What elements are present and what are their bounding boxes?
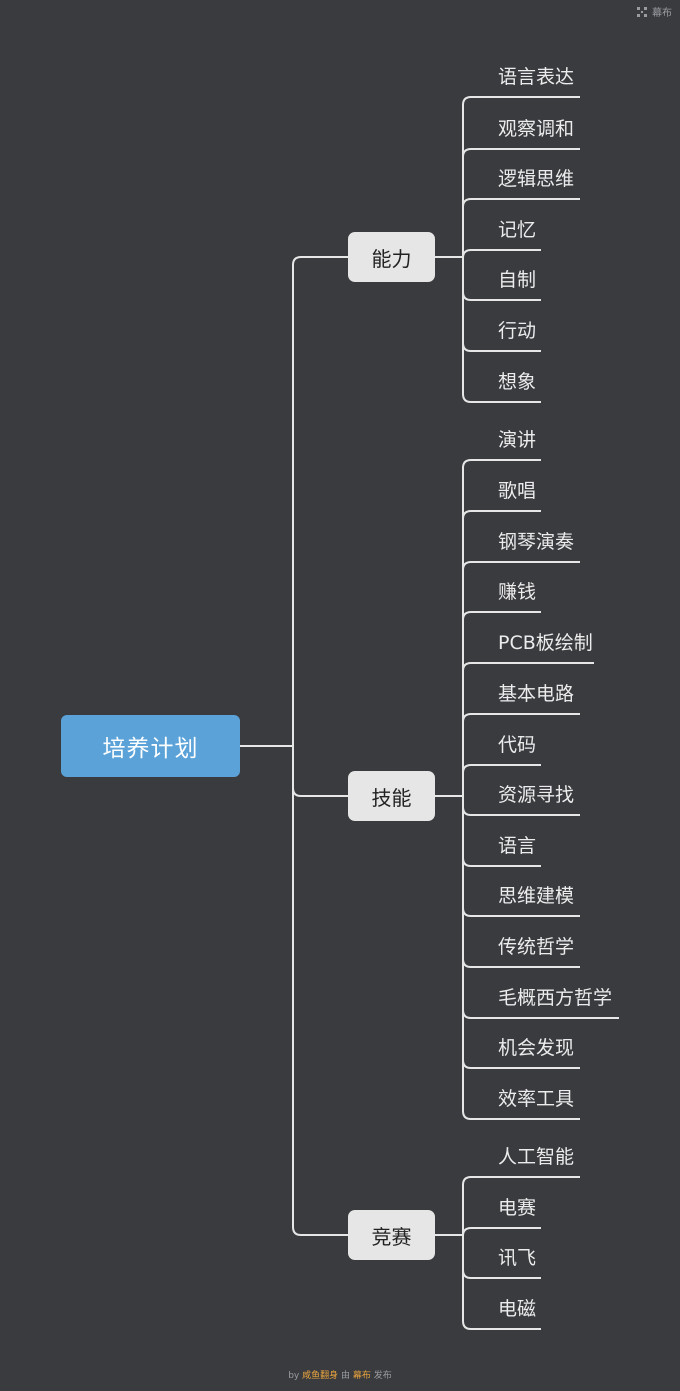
branch-label: 竞赛 bbox=[371, 1224, 412, 1249]
top-brand-label: 幕布 bbox=[652, 8, 672, 19]
branch-connector bbox=[292, 1226, 348, 1236]
leaf-node[interactable]: 人工智能 bbox=[498, 1146, 575, 1168]
leaf-underline bbox=[462, 907, 580, 917]
footer-credit: by 咸鱼翻身 由 幕布 发布 bbox=[0, 1368, 680, 1381]
branch-node[interactable]: 技能 bbox=[348, 771, 435, 821]
leaf-underline bbox=[462, 857, 541, 867]
leaf-underline bbox=[462, 561, 580, 571]
footer-brand[interactable]: 幕布 bbox=[352, 1371, 371, 1381]
footer-publish: 发布 bbox=[373, 1371, 392, 1381]
footer-via: 由 bbox=[341, 1371, 351, 1381]
leaf-node[interactable]: 机会发现 bbox=[498, 1037, 575, 1059]
leaf-underline bbox=[462, 148, 580, 158]
leaf-node[interactable]: 行动 bbox=[498, 320, 537, 342]
leaf-underline bbox=[462, 510, 541, 520]
branch-label: 技能 bbox=[371, 785, 412, 810]
leaf-underline bbox=[462, 764, 541, 774]
leaf-node[interactable]: 记忆 bbox=[498, 219, 537, 241]
leaf-node[interactable]: 电磁 bbox=[498, 1298, 537, 1320]
leaf-node[interactable]: 语言 bbox=[498, 835, 537, 857]
leaf-node[interactable]: 思维建模 bbox=[498, 885, 575, 907]
leaf-node[interactable]: 电赛 bbox=[498, 1197, 537, 1219]
leaf-node[interactable]: 赚钱 bbox=[498, 581, 537, 603]
branch-node[interactable]: 竞赛 bbox=[348, 1210, 435, 1260]
leaf-node[interactable]: 语言表达 bbox=[498, 66, 575, 88]
leaf-node[interactable]: PCB板绘制 bbox=[498, 632, 593, 654]
leaf-underline bbox=[462, 662, 594, 672]
leaf-underline bbox=[462, 806, 580, 816]
leaf-node[interactable]: 歌唱 bbox=[498, 480, 537, 502]
leaf-node[interactable]: 逻辑思维 bbox=[498, 168, 575, 190]
leaf-node[interactable]: 传统哲学 bbox=[498, 936, 575, 958]
leaf-underline bbox=[462, 342, 541, 352]
leaf-underline bbox=[462, 198, 580, 208]
leaf-node[interactable]: 讯飞 bbox=[498, 1247, 537, 1269]
leaf-node[interactable]: 自制 bbox=[498, 269, 537, 291]
footer-by: by bbox=[288, 1371, 300, 1381]
footer-author[interactable]: 咸鱼翻身 bbox=[302, 1371, 339, 1381]
leaf-node[interactable]: 资源寻找 bbox=[498, 784, 575, 806]
leaf-underline bbox=[462, 1227, 541, 1237]
leaf-underline bbox=[462, 1059, 580, 1069]
leaf-node[interactable]: 钢琴演奏 bbox=[498, 531, 575, 553]
leaf-node[interactable]: 效率工具 bbox=[498, 1088, 575, 1110]
leaf-underline bbox=[462, 1269, 541, 1279]
leaf-underline bbox=[462, 249, 541, 259]
leaf-underline bbox=[462, 96, 580, 106]
root-label: 培养计划 bbox=[102, 736, 199, 762]
leaf-underline bbox=[462, 459, 541, 469]
leaf-node[interactable]: 基本电路 bbox=[498, 683, 575, 705]
branch-connector bbox=[292, 787, 348, 797]
branch-label: 能力 bbox=[371, 246, 412, 271]
leaf-underline bbox=[462, 1320, 541, 1330]
leaf-node[interactable]: 毛概西方哲学 bbox=[498, 987, 613, 1009]
leaf-underline bbox=[462, 393, 541, 403]
leaf-underline bbox=[462, 958, 580, 968]
leaf-underline bbox=[462, 1176, 580, 1186]
branch-connector bbox=[292, 256, 348, 266]
branch-node[interactable]: 能力 bbox=[348, 232, 435, 282]
leaf-underline bbox=[462, 1009, 619, 1019]
leaf-node[interactable]: 想象 bbox=[498, 371, 537, 393]
root-node[interactable]: 培养计划 bbox=[61, 715, 240, 777]
top-brand[interactable]: 幕布 bbox=[636, 4, 672, 19]
leaf-underline bbox=[462, 713, 580, 723]
leaf-underline bbox=[462, 1110, 580, 1120]
leaf-underline bbox=[462, 611, 541, 621]
leaf-node[interactable]: 观察调和 bbox=[498, 118, 575, 140]
mubu-logo-icon bbox=[637, 6, 647, 17]
leaf-node[interactable]: 代码 bbox=[498, 734, 537, 756]
leaf-node[interactable]: 演讲 bbox=[498, 429, 537, 451]
leaf-underline bbox=[462, 291, 541, 301]
